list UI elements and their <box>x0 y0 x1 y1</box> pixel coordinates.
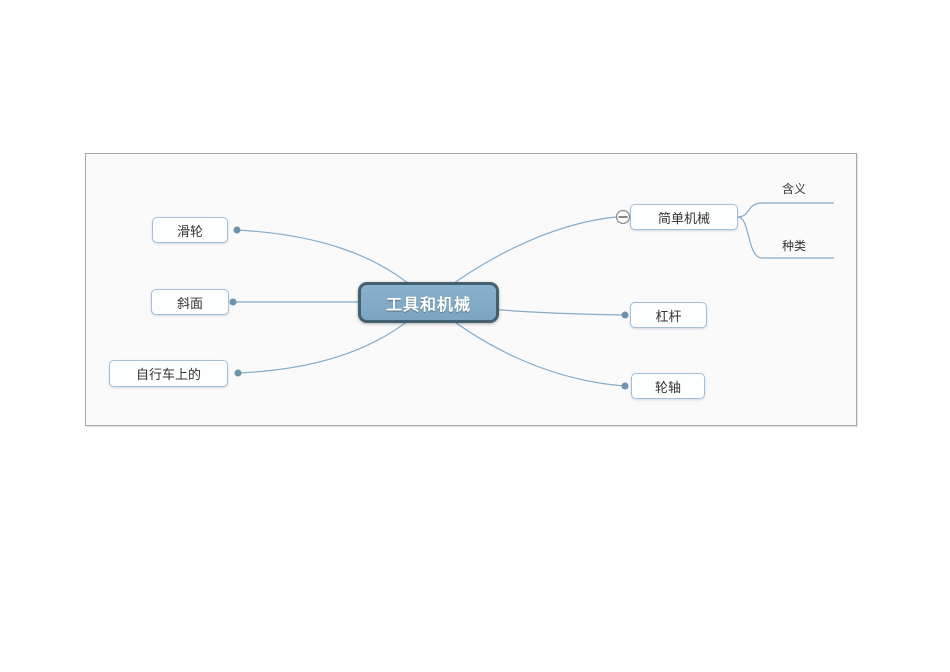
topic-ganggan-label: 杠杆 <box>655 309 682 325</box>
root-topic-label: 工具和机械 <box>385 294 471 314</box>
topic-zixingche-label: 自行车上的 <box>135 368 201 383</box>
topic-xiemian[interactable]: 斜面 <box>151 289 229 315</box>
subtopic-hanyi[interactable]: 含义 <box>754 180 834 197</box>
subtopic-hanyi-label: 含义 <box>781 182 806 196</box>
topic-jiandanjixie[interactable]: 简单机械 <box>630 204 738 230</box>
topic-ganggan[interactable]: 杠杆 <box>630 302 707 328</box>
topic-huolun-label: 滑轮 <box>176 224 203 240</box>
anchor-dot-ganggan <box>621 311 629 319</box>
topic-jiandanjixie-label: 简单机械 <box>657 211 710 227</box>
collapse-icon[interactable] <box>615 209 631 225</box>
anchor-dot-lunzhou <box>621 382 629 390</box>
connector-jiandanjixie-to-hanyi <box>737 202 834 218</box>
root-topic[interactable]: 工具和机械 <box>358 282 499 323</box>
subtopic-zhonglei-label: 种类 <box>781 239 806 253</box>
topic-lunzhou-label: 轮轴 <box>654 380 681 396</box>
anchor-dot-zixingche <box>234 369 242 377</box>
connector-jiandanjixie-to-zhonglei <box>737 216 834 259</box>
topic-huolun[interactable]: 滑轮 <box>152 217 228 243</box>
topic-zixingche[interactable]: 自行车上的 <box>109 360 228 387</box>
topic-lunzhou[interactable]: 轮轴 <box>631 373 705 399</box>
subtopic-zhonglei[interactable]: 种类 <box>754 237 834 254</box>
mindmap-canvas[interactable]: 工具和机械 滑轮 斜面 自行车上的 简单机械 杠杆 轮轴 含义 种类 <box>85 153 857 426</box>
anchor-dot-xiemian <box>229 298 237 306</box>
topic-xiemian-label: 斜面 <box>176 296 203 312</box>
anchor-dot-huolun <box>233 226 241 234</box>
